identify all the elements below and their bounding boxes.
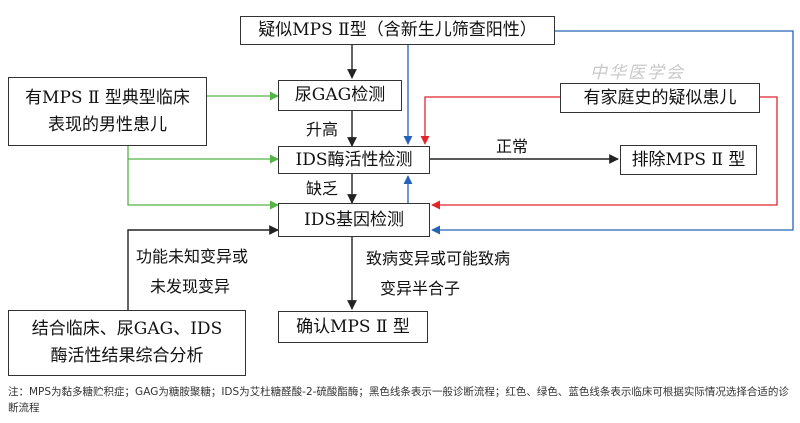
node-urine-gag-test: 尿GAG检测 <box>278 80 402 111</box>
green-arrow-typical-to-ids-enzyme <box>127 146 279 164</box>
node-family-history-patient-text: 有家庭史的疑似患儿 <box>583 87 737 108</box>
edge-label-pathogenic-line1: 致病变异或可能致病 <box>366 249 511 268</box>
watermark-text: 中华医学会 <box>590 63 685 83</box>
node-typical-male-patient-line1: 有MPS Ⅱ 型典型临床 <box>25 87 190 108</box>
blue-arrow-suspected-to-gene <box>431 30 794 235</box>
red-arrow-family-to-ids-enzyme <box>420 96 560 145</box>
node-ids-gene-test: IDS基因检测 <box>278 203 430 237</box>
node-typical-male-patient-line2: 表现的男性患儿 <box>48 114 167 135</box>
edge-label-unknown-variant-line1: 功能未知变异或 <box>136 247 249 266</box>
node-suspected-mps2-text: 疑似MPS Ⅱ型（含新生儿筛查阳性） <box>258 20 537 40</box>
watermark: 中华医学会 <box>590 58 685 83</box>
edge-label-normal: 正常 <box>496 137 529 156</box>
node-combined-analysis-line1: 结合临床、尿GAG、IDS <box>31 319 223 339</box>
node-ids-gene-test-text: IDS基因检测 <box>304 209 404 230</box>
edge-label-deficient: 缺乏 <box>306 179 339 198</box>
node-ids-enzyme-test: IDS酶活性检测 <box>278 146 430 174</box>
node-confirm-mps2-text: 确认MPS Ⅱ 型 <box>296 316 410 337</box>
node-family-history-patient: 有家庭史的疑似患儿 <box>560 83 760 113</box>
node-suspected-mps2: 疑似MPS Ⅱ型（含新生儿筛查阳性） <box>240 16 555 45</box>
node-combined-analysis-line2: 酶活性结果综合分析 <box>50 346 204 366</box>
node-exclude-mps2: 排除MPS Ⅱ 型 <box>620 145 757 175</box>
node-ids-enzyme-test-text: IDS酶活性检测 <box>295 149 413 170</box>
edge-label-unknown-variant-line2: 未发现变异 <box>150 277 231 296</box>
node-exclude-mps2-text: 排除MPS Ⅱ 型 <box>631 149 746 170</box>
green-arrow-typical-to-gene <box>127 159 279 210</box>
node-urine-gag-test-text: 尿GAG检测 <box>294 85 386 105</box>
edge-label-elevated: 升高 <box>306 120 339 139</box>
node-combined-analysis: 结合临床、尿GAG、IDS 酶活性结果综合分析 <box>8 310 246 376</box>
node-confirm-mps2: 确认MPS Ⅱ 型 <box>278 311 428 343</box>
arrow-combined-to-gene <box>127 225 279 310</box>
red-arrow-family-to-gene <box>431 96 778 210</box>
footnote: 注：MPS为黏多糖贮积症；GAG为糖胺聚糖；IDS为艾杜糖醛酸-2-硫酸酯酶；黑… <box>8 386 789 414</box>
edge-label-pathogenic-line2: 变异半合子 <box>380 279 461 298</box>
node-typical-male-patient: 有MPS Ⅱ 型典型临床 表现的男性患儿 <box>8 77 207 146</box>
